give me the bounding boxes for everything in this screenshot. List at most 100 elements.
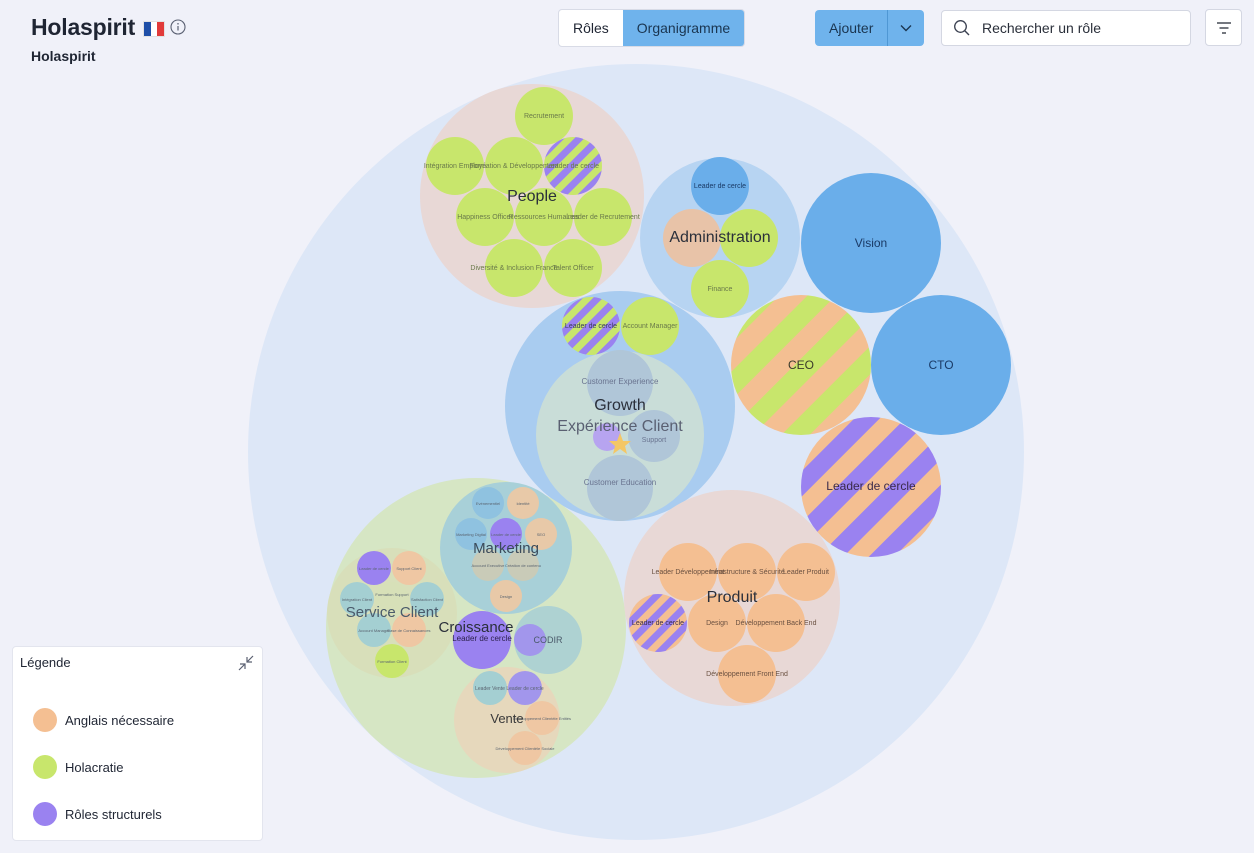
- circle-marketing[interactable]: [440, 482, 572, 614]
- role-backend-label: Développement Back End: [736, 620, 817, 627]
- role-ceo-label: CEO: [788, 358, 814, 372]
- circle-croissance[interactable]: [326, 478, 626, 778]
- role-leader-recrutement-label: Leader de Recrutement: [566, 214, 640, 221]
- circle-vente-label: Vente: [490, 711, 523, 726]
- view-toggle: Rôles Organigramme: [558, 9, 746, 47]
- tab-organigramme[interactable]: Organigramme: [622, 10, 745, 46]
- role-creation-contenu-label: Création de contenu: [505, 563, 541, 568]
- role-vision-label: Vision: [855, 236, 887, 250]
- info-icon[interactable]: [170, 19, 186, 35]
- star-icon: [609, 433, 631, 454]
- role-leader-root[interactable]: [801, 417, 941, 557]
- role-support-client-label: Support Client: [396, 566, 422, 571]
- tab-roles[interactable]: Rôles: [573, 20, 609, 36]
- legend-title: Légende: [20, 655, 71, 670]
- role-evenementiel-label: Evénementiel: [476, 501, 500, 506]
- role-seo-label: SEO: [537, 532, 545, 537]
- legend-dot-holacratie: [33, 755, 57, 779]
- circle-growth[interactable]: [505, 291, 735, 521]
- circle-produit-label: Produit: [707, 589, 758, 606]
- role-leader-de-cercle-vente-label: Leader de cercle: [506, 686, 543, 692]
- role-customer-experience-label: Customer Experience: [582, 377, 659, 386]
- role-finance-label: Finance: [708, 286, 733, 293]
- filter-button[interactable]: [1205, 9, 1242, 46]
- role-leader-developpement-label: Leader Développement: [652, 569, 725, 576]
- org-subtitle: Holaspirit: [31, 48, 96, 64]
- role-integration-label: Intégration Employé: [424, 163, 486, 170]
- role-leader-marketing-label: Leader de cercle: [491, 532, 522, 537]
- role-vision[interactable]: [801, 173, 941, 313]
- role-frontend-label: Développement Front End: [706, 671, 788, 678]
- circle-experience-client[interactable]: [536, 350, 704, 521]
- role-leader-croissance-label: Leader de cercle: [452, 634, 512, 643]
- circle-vente[interactable]: [454, 667, 560, 773]
- role-infrastructure-label: Infrastructure & Sécurité: [709, 569, 785, 576]
- legend-item-holacratie: Holacratie: [33, 755, 124, 779]
- role-formation-client-label: Formation Client: [377, 659, 407, 664]
- legend-panel: Légende Anglais nécessaire Holacratie Rô…: [12, 646, 263, 841]
- legend-dot-anglais: [33, 708, 57, 732]
- role-leader-vente-label: Leader Vente: [475, 686, 505, 692]
- collapse-arrows-icon[interactable]: [237, 654, 255, 672]
- role-account-manager-label: Account Manager: [623, 323, 679, 330]
- role-recrutement-label: Recrutement: [524, 113, 564, 120]
- role-base-connaissances-label: Base de Connaissances: [387, 628, 430, 633]
- role-codir-label: CODIR: [534, 635, 564, 645]
- role-leader-people-label: Leader de cercle: [547, 163, 599, 170]
- role-customer-education-label: Customer Education: [584, 478, 656, 487]
- add-button-group: Ajouter: [815, 10, 925, 46]
- circle-administration-label: Administration: [669, 229, 770, 246]
- role-dev-clientele-entites-label: Développement Clientèle Entités: [513, 716, 571, 721]
- search-box: [941, 10, 1191, 46]
- role-account-manager-service-label: Account Manager: [358, 628, 390, 633]
- search-input[interactable]: [980, 19, 1184, 37]
- role-marketing-digital-label: Marketing Digital: [456, 532, 486, 537]
- circle-people[interactable]: [420, 84, 644, 308]
- role-cto[interactable]: [871, 295, 1011, 435]
- role-leader-produit-label: Leader Produit: [783, 569, 829, 576]
- role-leader-admin-label: Leader de cercle: [694, 183, 746, 190]
- role-design-produit-label: Design: [706, 620, 728, 627]
- circle-service-client[interactable]: [327, 548, 457, 678]
- legend-label-structurels: Rôles structurels: [65, 806, 162, 822]
- role-satisfaction-client-label: Satisfaction Client: [411, 597, 444, 602]
- role-design-marketing-label: Design: [500, 594, 512, 599]
- legend-label-anglais: Anglais nécessaire: [65, 712, 175, 728]
- circle-marketing-label: Marketing: [473, 540, 539, 557]
- filter-icon: [1216, 21, 1231, 34]
- search-icon: [954, 20, 970, 36]
- circle-people-label: People: [507, 188, 557, 205]
- role-identite-label: Identité: [516, 501, 530, 506]
- role-account-executive-label: Account Executive: [472, 563, 506, 568]
- role-leader-service-label: Leader de cercle: [359, 566, 390, 571]
- circle-experience-client-label: Expérience Client: [557, 418, 683, 435]
- org-name: Holaspirit: [31, 14, 136, 40]
- role-talent-label: Talent Officer: [552, 265, 594, 272]
- legend-dot-structurels: [33, 802, 57, 826]
- france-flag-icon: [143, 20, 166, 37]
- role-leader-root-label: Leader de cercle: [826, 479, 916, 493]
- role-ceo[interactable]: [731, 295, 871, 435]
- circle-administration[interactable]: [640, 157, 800, 318]
- role-formation-label: Formation & Développement: [469, 163, 558, 170]
- legend-item-structurels: Rôles structurels: [33, 802, 162, 826]
- circle-service-client-label: Service Client: [346, 604, 439, 621]
- chevron-down-icon: [900, 25, 912, 32]
- role-leader-growth-label: Leader de cercle: [565, 323, 617, 330]
- add-dropdown-button[interactable]: [888, 10, 924, 46]
- legend-item-anglais: Anglais nécessaire: [33, 708, 174, 732]
- role-support-label: Support: [642, 437, 667, 444]
- header-title: Holaspirit: [31, 14, 166, 41]
- add-button[interactable]: Ajouter: [815, 10, 889, 46]
- role-integration-client-label: Intégration Client: [342, 597, 373, 602]
- role-rh-label: Ressources Humaines: [509, 214, 580, 221]
- role-leader-de-cercle-produit-label: Leader de cercle: [632, 620, 684, 627]
- circle-growth-label: Growth: [594, 397, 646, 414]
- circle-croissance-label: Croissance: [438, 619, 513, 636]
- circle-produit[interactable]: [624, 490, 840, 706]
- root-circle[interactable]: [248, 64, 1024, 840]
- role-cto-label: CTO: [928, 358, 953, 372]
- role-formation-support-label: Formation Support: [375, 592, 409, 597]
- role-dev-clientele-sociale-label: Développement Clientèle Sociale: [496, 746, 556, 751]
- role-happiness-label: Happiness Officer: [457, 214, 513, 221]
